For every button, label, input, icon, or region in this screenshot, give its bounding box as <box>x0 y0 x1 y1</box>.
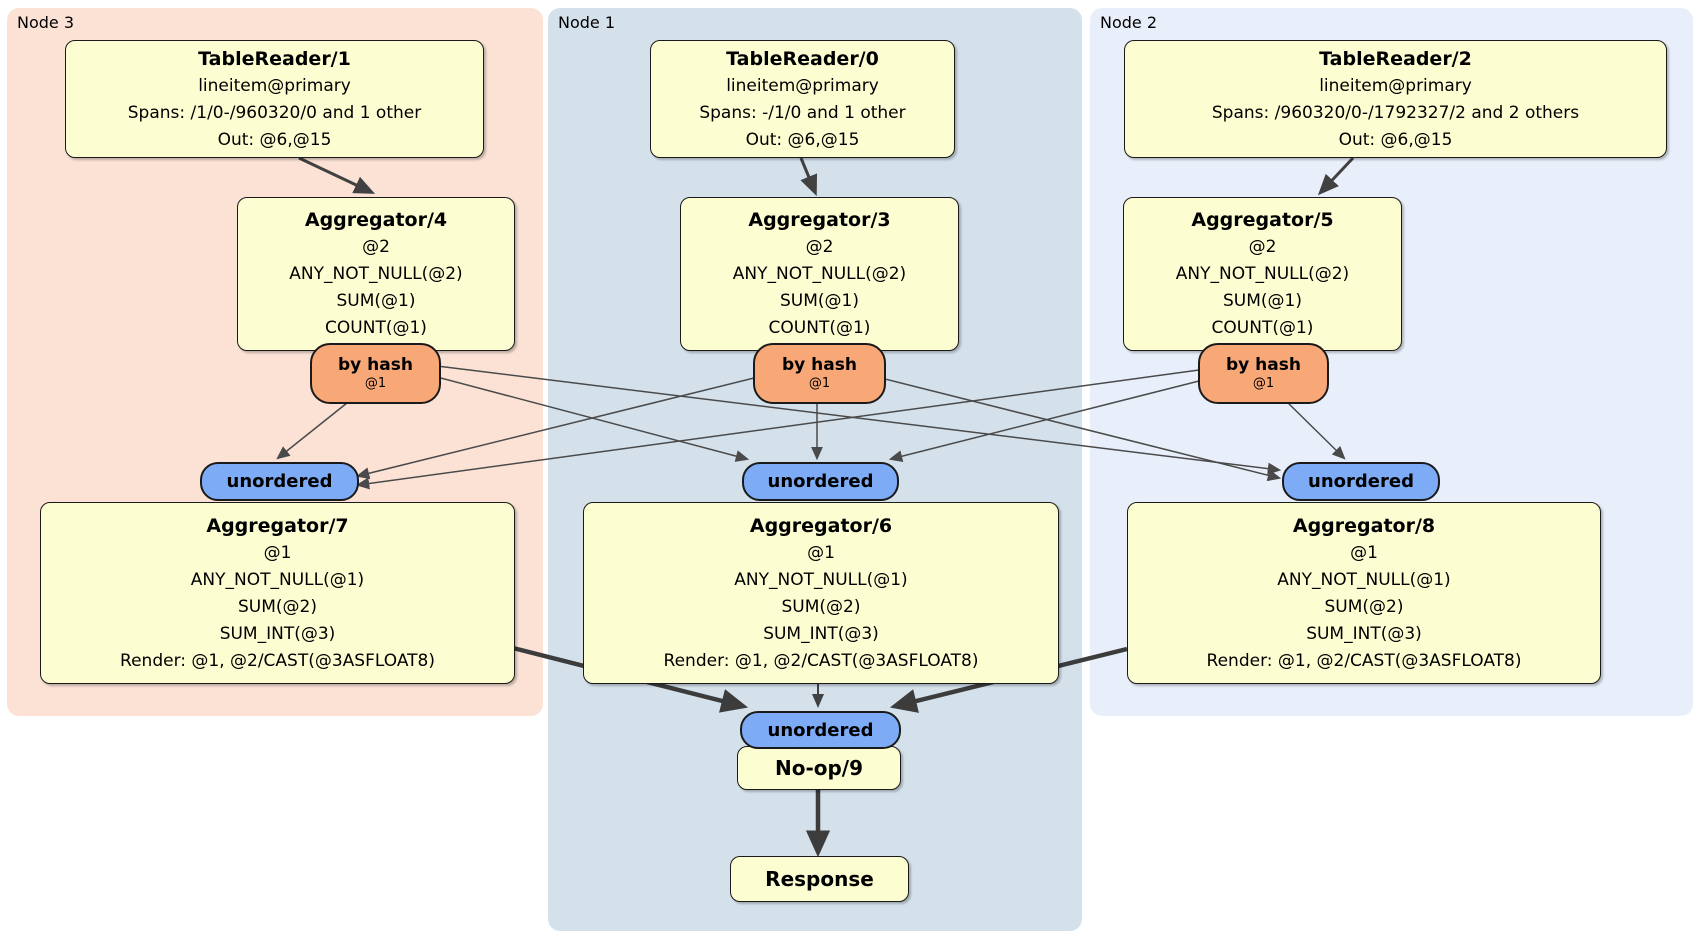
processor-agg-fn: ANY_NOT_NULL(@2) <box>1175 264 1350 284</box>
processor-agg-fn: SUM_INT(@3) <box>763 623 879 644</box>
processor-title: TableReader/2 <box>1319 47 1472 70</box>
processor-agg-fn: ANY_NOT_NULL(@2) <box>732 264 907 284</box>
processor-agg-fn: SUM(@1) <box>1223 291 1302 311</box>
router-by-hash-5: by hash @1 <box>1198 343 1329 404</box>
processor-render: Render: @1, @2/CAST(@3ASFLOAT8) <box>663 650 979 671</box>
processor-aggregator-6: Aggregator/6 @1 ANY_NOT_NULL(@1) SUM(@2)… <box>583 502 1059 684</box>
processor-out: Out: @6,@15 <box>217 129 332 150</box>
processor-agg-fn: COUNT(@1) <box>768 318 871 338</box>
processor-no-op-9: No-op/9 <box>737 746 901 790</box>
sync-unordered-8: unordered <box>1282 462 1440 501</box>
processor-agg-fn: SUM(@1) <box>780 291 859 311</box>
edge-tr1-agg4 <box>298 156 376 194</box>
edge-tr0-agg3 <box>799 157 818 197</box>
edge-tr2-agg5 <box>1317 156 1355 196</box>
processor-agg-fn: SUM(@1) <box>336 291 416 311</box>
router-by-hash-3: by hash @1 <box>753 343 886 404</box>
edge-byhash5-un8 <box>1283 398 1346 460</box>
processor-agg-fn: SUM(@2) <box>238 596 317 617</box>
processor-agg-fn: COUNT(@1) <box>1211 318 1314 338</box>
processor-agg-fn: COUNT(@1) <box>325 318 427 338</box>
processor-tablereader-2: TableReader/2 lineitem@primary Spans: /9… <box>1124 40 1667 158</box>
processor-index: lineitem@primary <box>198 75 351 96</box>
processor-agg-fn: ANY_NOT_NULL(@1) <box>1277 569 1451 590</box>
processor-agg-fn: ANY_NOT_NULL(@2) <box>289 264 463 284</box>
processor-group-cols: @2 <box>1248 237 1277 257</box>
processor-index: lineitem@primary <box>726 75 879 96</box>
router-columns: @1 <box>364 376 387 391</box>
processor-agg-fn: ANY_NOT_NULL(@1) <box>734 569 908 590</box>
processor-title: No-op/9 <box>774 756 864 780</box>
processor-title: Aggregator/3 <box>748 209 891 231</box>
router-columns: @1 <box>808 376 831 391</box>
region-node-2-label: Node 2 <box>1100 13 1158 32</box>
processor-title: Aggregator/5 <box>1191 209 1334 231</box>
sync-unordered-9: unordered <box>740 711 901 749</box>
processor-title: TableReader/1 <box>198 47 351 70</box>
processor-group-cols: @1 <box>1350 542 1378 563</box>
processor-group-cols: @2 <box>362 237 390 257</box>
router-label: by hash <box>782 355 857 375</box>
processor-group-cols: @2 <box>805 237 834 257</box>
edge-byhash5-un6 <box>888 380 1200 463</box>
processor-agg-fn: ANY_NOT_NULL(@1) <box>190 569 365 590</box>
router-label: by hash <box>338 355 413 375</box>
edge-byhash4-un7 <box>276 398 353 460</box>
processor-aggregator-8: Aggregator/8 @1 ANY_NOT_NULL(@1) SUM(@2)… <box>1127 502 1601 684</box>
processor-agg-fn: SUM(@2) <box>1324 596 1404 617</box>
processor-aggregator-3: Aggregator/3 @2 ANY_NOT_NULL(@2) SUM(@1)… <box>680 197 959 351</box>
processor-spans: Spans: /1/0-/960320/0 and 1 other <box>127 102 422 123</box>
response-node: Response <box>730 856 909 902</box>
router-columns: @1 <box>1252 376 1275 391</box>
processor-agg-fn: SUM_INT(@3) <box>219 623 336 644</box>
processor-aggregator-5: Aggregator/5 @2 ANY_NOT_NULL(@2) SUM(@1)… <box>1123 197 1402 351</box>
region-node-1-label: Node 1 <box>558 13 616 32</box>
router-by-hash-4: by hash @1 <box>310 343 441 404</box>
processor-agg-fn: SUM_INT(@3) <box>1306 623 1422 644</box>
processor-title: Aggregator/7 <box>206 514 349 537</box>
processor-spans: Spans: -/1/0 and 1 other <box>699 102 906 123</box>
sync-unordered-6: unordered <box>742 462 899 501</box>
processor-agg-fn: SUM(@2) <box>781 596 861 617</box>
processor-render: Render: @1, @2/CAST(@3ASFLOAT8) <box>1206 650 1522 671</box>
processor-tablereader-1: TableReader/1 lineitem@primary Spans: /1… <box>65 40 484 158</box>
processor-aggregator-7: Aggregator/7 @1 ANY_NOT_NULL(@1) SUM(@2)… <box>40 502 515 684</box>
processor-title: Aggregator/4 <box>304 209 448 231</box>
response-title: Response <box>765 867 874 891</box>
processor-title: Aggregator/8 <box>1292 514 1436 537</box>
region-node-3-label: Node 3 <box>17 13 75 32</box>
router-label: by hash <box>1226 355 1301 375</box>
edge-byhash4-un8 <box>436 365 1282 475</box>
processor-index: lineitem@primary <box>1319 75 1472 96</box>
processor-tablereader-0: TableReader/0 lineitem@primary Spans: -/… <box>650 40 955 158</box>
processor-aggregator-4: Aggregator/4 @2 ANY_NOT_NULL(@2) SUM(@1)… <box>237 197 515 351</box>
edge-byhash5-un7 <box>355 369 1200 490</box>
processor-out: Out: @6,@15 <box>1338 129 1453 150</box>
edge-byhash3-un7 <box>355 377 755 480</box>
processor-out: Out: @6,@15 <box>745 129 860 150</box>
processor-render: Render: @1, @2/CAST(@3ASFLOAT8) <box>120 650 435 671</box>
processor-title: TableReader/0 <box>726 47 879 70</box>
processor-spans: Spans: /960320/0-/1792327/2 and 2 others <box>1211 102 1580 123</box>
processor-title: Aggregator/6 <box>749 514 893 537</box>
edge-byhash3-un8 <box>880 377 1282 482</box>
sync-unordered-7: unordered <box>200 462 359 501</box>
processor-group-cols: @1 <box>263 542 292 563</box>
processor-group-cols: @1 <box>807 542 835 563</box>
